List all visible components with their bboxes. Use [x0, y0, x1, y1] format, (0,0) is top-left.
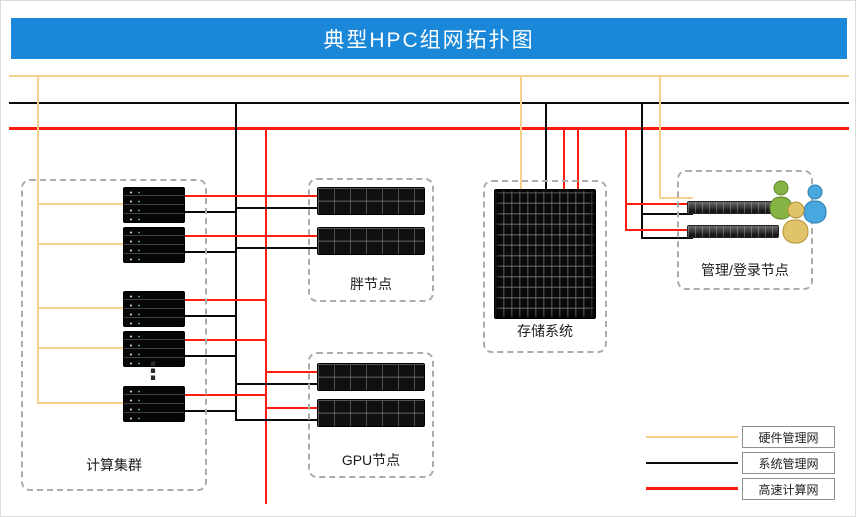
mgmt-server-image	[687, 225, 779, 238]
hw-link-line	[37, 203, 123, 205]
compute-node-stack	[123, 187, 185, 223]
compute-cluster-box: 计算集群	[21, 179, 207, 491]
hw-drop-line	[520, 75, 522, 191]
hs-link-line	[265, 371, 319, 373]
hw-link-line	[37, 347, 123, 349]
sys-link-line	[235, 383, 319, 385]
mgmt-login-node-label: 管理/登录节点	[701, 262, 789, 278]
sys-drop-line	[641, 102, 643, 239]
gpu-node-box: GPU节点	[308, 352, 434, 478]
hs-link-line	[265, 235, 319, 237]
gpu-node-server-image	[317, 399, 425, 427]
sys-link-line	[641, 237, 693, 239]
gpu-node-server-image	[317, 363, 425, 391]
diagram-title: 典型HPC组网拓扑图	[11, 18, 847, 59]
storage-system-label: 存储系统	[517, 323, 573, 339]
sys-link-line	[185, 355, 237, 357]
gpu-node-label: GPU节点	[341, 452, 401, 468]
system-net-bus	[9, 102, 849, 104]
hs-link-line	[265, 195, 319, 197]
hw-link-line	[37, 243, 123, 245]
legend-hw-line	[646, 436, 738, 438]
fat-node-server-image	[317, 187, 425, 215]
compute-node-stack	[123, 227, 185, 263]
storage-array-image	[494, 189, 596, 319]
legend-hs-label: 高速计算网	[742, 478, 835, 500]
hw-link-line	[37, 307, 123, 309]
hs-drop-line	[625, 127, 627, 231]
hs-link-line	[185, 235, 267, 237]
compute-node-stack	[123, 291, 185, 327]
fat-node-box: 胖节点	[308, 178, 434, 302]
mgmt-login-node-box: 管理/登录节点	[677, 170, 813, 290]
sys-drop-line	[545, 102, 547, 191]
hs-link-line	[185, 299, 267, 301]
storage-system-box: 存储系统	[483, 180, 607, 353]
legend-sys-label: 系统管理网	[742, 452, 835, 474]
sys-link-line	[185, 410, 237, 412]
hs-drop-line	[563, 127, 565, 191]
hw-link-line	[659, 197, 693, 199]
hs-link-line	[625, 203, 693, 205]
hw-link-line	[37, 402, 123, 404]
sys-link-line	[235, 247, 319, 249]
compute-node-stack	[123, 386, 185, 422]
legend-hw-label: 硬件管理网	[742, 426, 835, 448]
hs-link-line	[185, 195, 267, 197]
legend-hs-line	[646, 487, 738, 490]
fat-node-server-image	[317, 227, 425, 255]
highspeed-net-bus	[9, 127, 849, 130]
legend-sys-line	[646, 462, 738, 464]
hs-link-line	[625, 229, 693, 231]
sys-link-line	[235, 419, 319, 421]
compute-cluster-label: 计算集群	[86, 457, 142, 473]
users-icon	[769, 180, 827, 244]
sys-link-line	[185, 251, 237, 253]
hs-link-line	[185, 394, 267, 396]
compute-node-stack	[123, 331, 185, 367]
more-nodes-ellipsis: ⋮	[141, 358, 165, 385]
sys-link-line	[641, 213, 693, 215]
sys-drop-line	[235, 102, 237, 421]
hs-link-line	[265, 407, 319, 409]
mgmt-server-image	[687, 201, 779, 214]
hw-drop-line	[659, 75, 661, 199]
sys-link-line	[185, 211, 237, 213]
fat-node-label: 胖节点	[350, 276, 392, 292]
hardware-net-bus	[9, 75, 849, 77]
sys-link-line	[185, 315, 237, 317]
hs-drop-line	[577, 127, 579, 191]
sys-link-line	[235, 207, 319, 209]
hs-drop-line	[265, 127, 267, 504]
hw-drop-line	[37, 75, 39, 404]
hs-link-line	[185, 339, 267, 341]
